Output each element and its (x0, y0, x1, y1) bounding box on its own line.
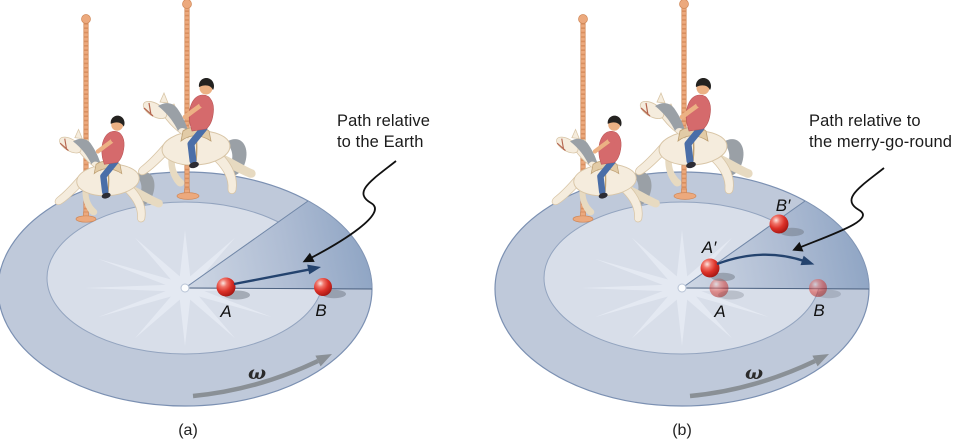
label-point-B: B (813, 301, 824, 320)
ball-shadow (711, 272, 735, 282)
ball-A (216, 277, 236, 297)
annotation-pointer-arrow (306, 160, 397, 261)
path-relative-earth-arrowhead (307, 264, 321, 275)
panel-b-overlay: A B A′ B′ ω (700, 167, 885, 384)
carousel-panel-a (0, 0, 372, 406)
annotation-pointer-arrow (795, 167, 885, 250)
panel-a-overlay: A B ω (216, 160, 397, 384)
panel-a-caption: (a) (178, 422, 198, 439)
ball-A-prime (700, 258, 720, 278)
label-point-A: A (713, 302, 725, 321)
annotation-path-relative-merrygoround: Path relative to the merry-go-round (809, 112, 953, 151)
label-point-B-prime: B′ (776, 196, 791, 215)
label-point-A-prime: A′ (701, 238, 717, 257)
ball-B (314, 278, 332, 296)
ball-B-prime (769, 214, 789, 234)
ball-B-ghost (809, 279, 827, 297)
path-relative-merrygoround-arrowhead (800, 255, 815, 266)
label-point-A: A (219, 302, 231, 321)
annotation-path-relative-earth: Path relative to the Earth (337, 112, 431, 151)
panel-b-caption: (b) (672, 422, 692, 439)
label-point-B: B (315, 301, 326, 320)
path-relative-merrygoround-arrow (716, 253, 805, 266)
ball-A-ghost (709, 278, 729, 298)
path-relative-earth-arrow (233, 268, 310, 286)
annotation-pointer-arrowhead (792, 241, 804, 252)
carousel-panel-b (495, 0, 869, 406)
label-omega: ω (248, 362, 266, 384)
label-omega: ω (745, 362, 763, 384)
annotation-pointer-arrowhead (302, 252, 315, 263)
